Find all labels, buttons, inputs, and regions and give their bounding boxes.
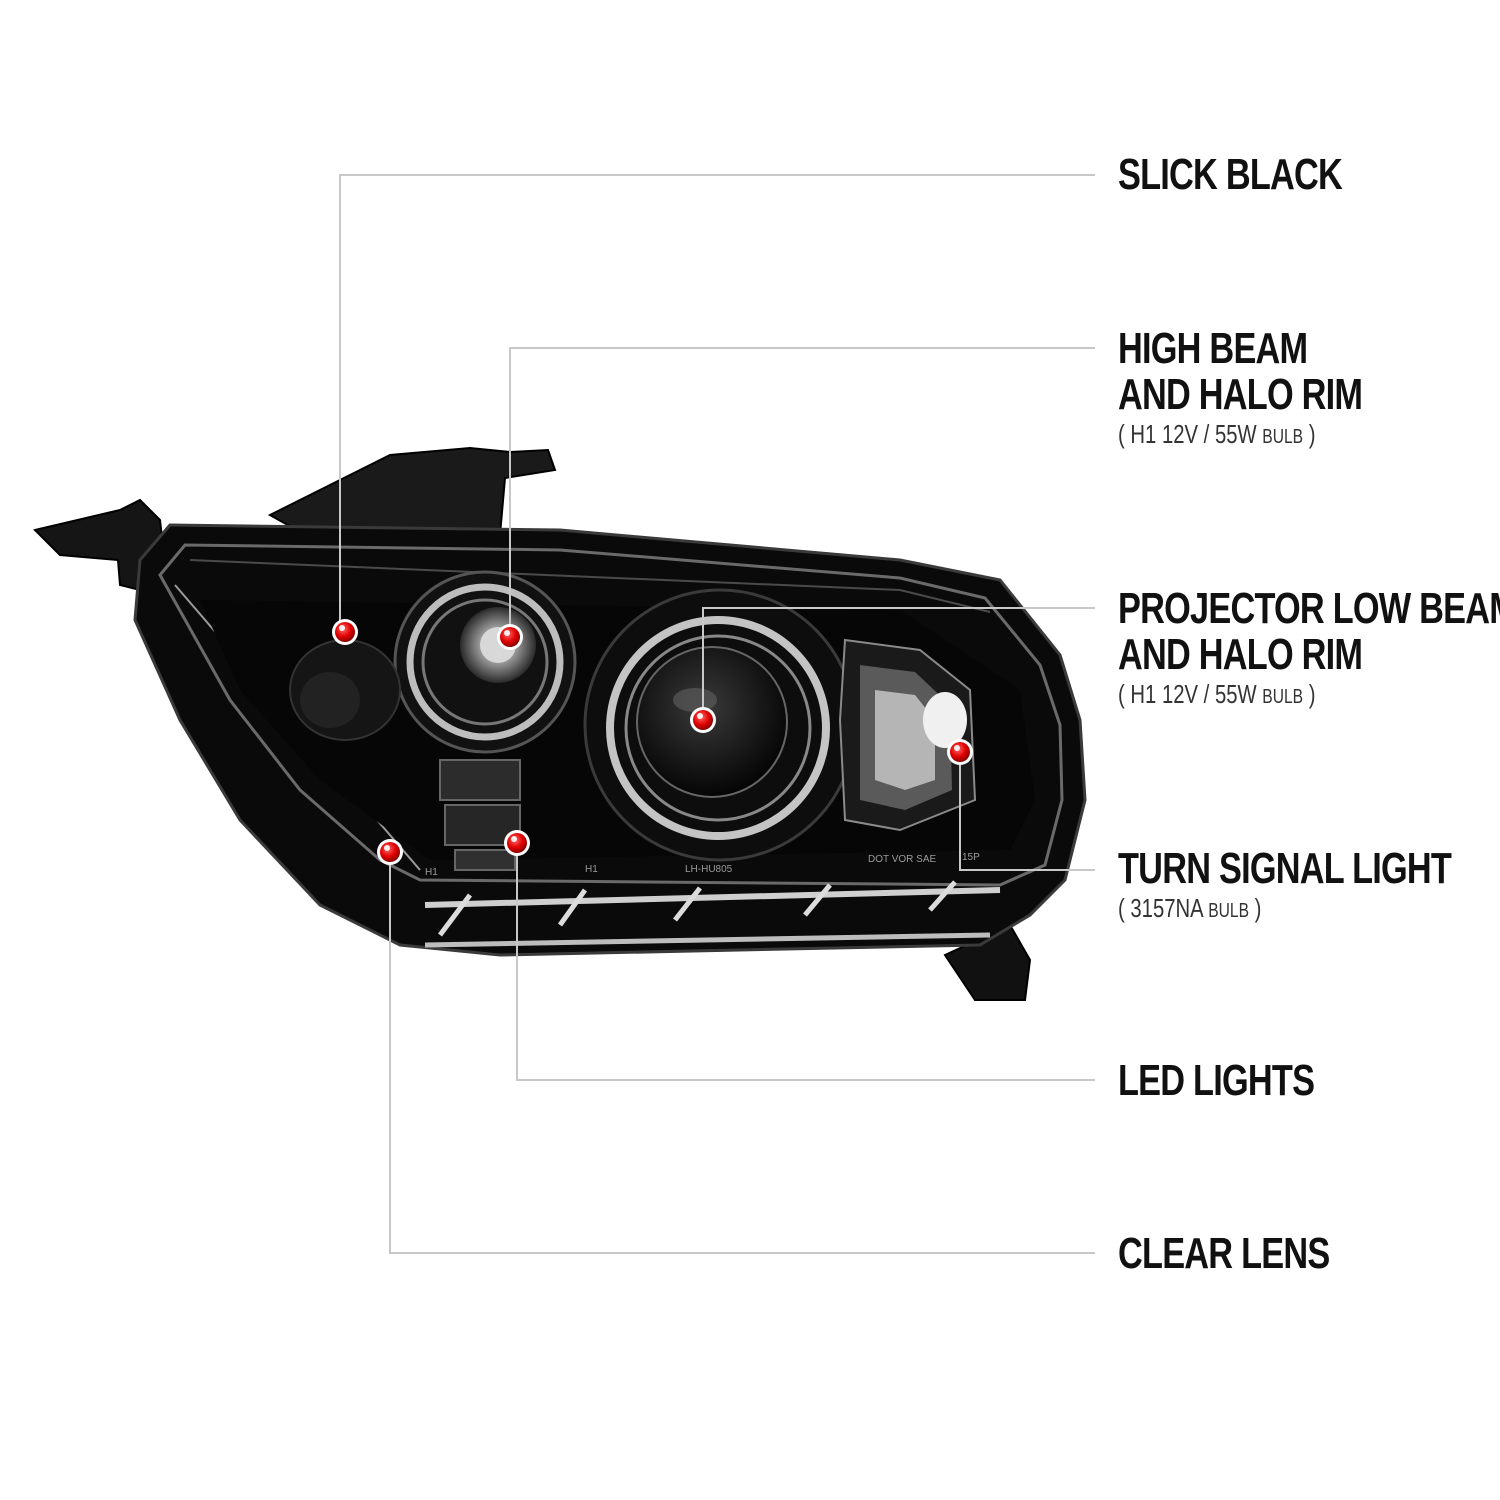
- marker-clear-lens: [377, 839, 403, 865]
- callout-turn-signal: TURN SIGNAL LIGHT ( 3157NA BULB ): [1118, 844, 1452, 927]
- lens-mark-15p: 15P: [962, 852, 980, 863]
- callout-title: HIGH BEAM: [1118, 324, 1308, 373]
- feature-markers: [332, 619, 973, 865]
- lens-mark-h1-left: H1: [425, 867, 438, 878]
- marker-turn-signal: [947, 739, 973, 765]
- callout-high-beam: HIGH BEAM AND HALO RIM ( H1 12V / 55W BU…: [1118, 324, 1363, 453]
- side-reflector: [289, 639, 401, 741]
- leader-line-clear-lens: [389, 852, 1095, 1254]
- callout-title: LED LIGHTS: [1118, 1056, 1315, 1105]
- lens-mark-h1-right: H1: [585, 864, 598, 875]
- callout-led-lights: LED LIGHTS: [1118, 1056, 1315, 1105]
- callout-title-line-2: AND HALO RIM: [1118, 630, 1363, 679]
- turn-signal-reflector: [838, 638, 977, 832]
- marker-led-lights: [504, 830, 530, 856]
- callout-title: TURN SIGNAL LIGHT: [1118, 844, 1452, 893]
- leader-line-low-beam: [702, 607, 1095, 720]
- marker-slick-black: [332, 619, 358, 645]
- callout-bulb-spec: ( 3157NA BULB ): [1118, 893, 1262, 923]
- callout-title: SLICK BLACK: [1118, 150, 1343, 199]
- lens-mark-part: LH-HU805: [685, 864, 733, 875]
- low-beam-projector: [583, 588, 857, 862]
- callout-title-line-2: AND HALO RIM: [1118, 370, 1363, 419]
- lens-mark-dot: DOT VOR SAE: [868, 854, 936, 865]
- callout-title: PROJECTOR LOW BEAM: [1118, 584, 1500, 633]
- led-light-bar: [424, 880, 1001, 948]
- callout-slick-black: SLICK BLACK: [1118, 150, 1343, 199]
- leader-line-turn-signal: [959, 752, 1095, 871]
- leader-line-led-lights: [516, 843, 1095, 1081]
- lens-markings: H1 H1 LH-HU805 DOT VOR SAE 15P: [425, 852, 980, 878]
- callout-bulb-spec: ( H1 12V / 55W BULB ): [1118, 679, 1316, 709]
- lens-trim: [158, 543, 1064, 887]
- callout-bulb-spec: ( H1 12V / 55W BULB ): [1118, 419, 1316, 449]
- callout-projector-low-beam: PROJECTOR LOW BEAM AND HALO RIM ( H1 12V…: [1118, 586, 1500, 713]
- marker-high-beam: [497, 624, 523, 650]
- high-beam-projector: [393, 570, 577, 754]
- led-modules: [439, 759, 521, 871]
- callout-clear-lens: CLEAR LENS: [1118, 1229, 1330, 1278]
- leader-line-high-beam: [509, 347, 1095, 637]
- callout-title: CLEAR LENS: [1118, 1229, 1330, 1278]
- marker-low-beam: [690, 707, 716, 733]
